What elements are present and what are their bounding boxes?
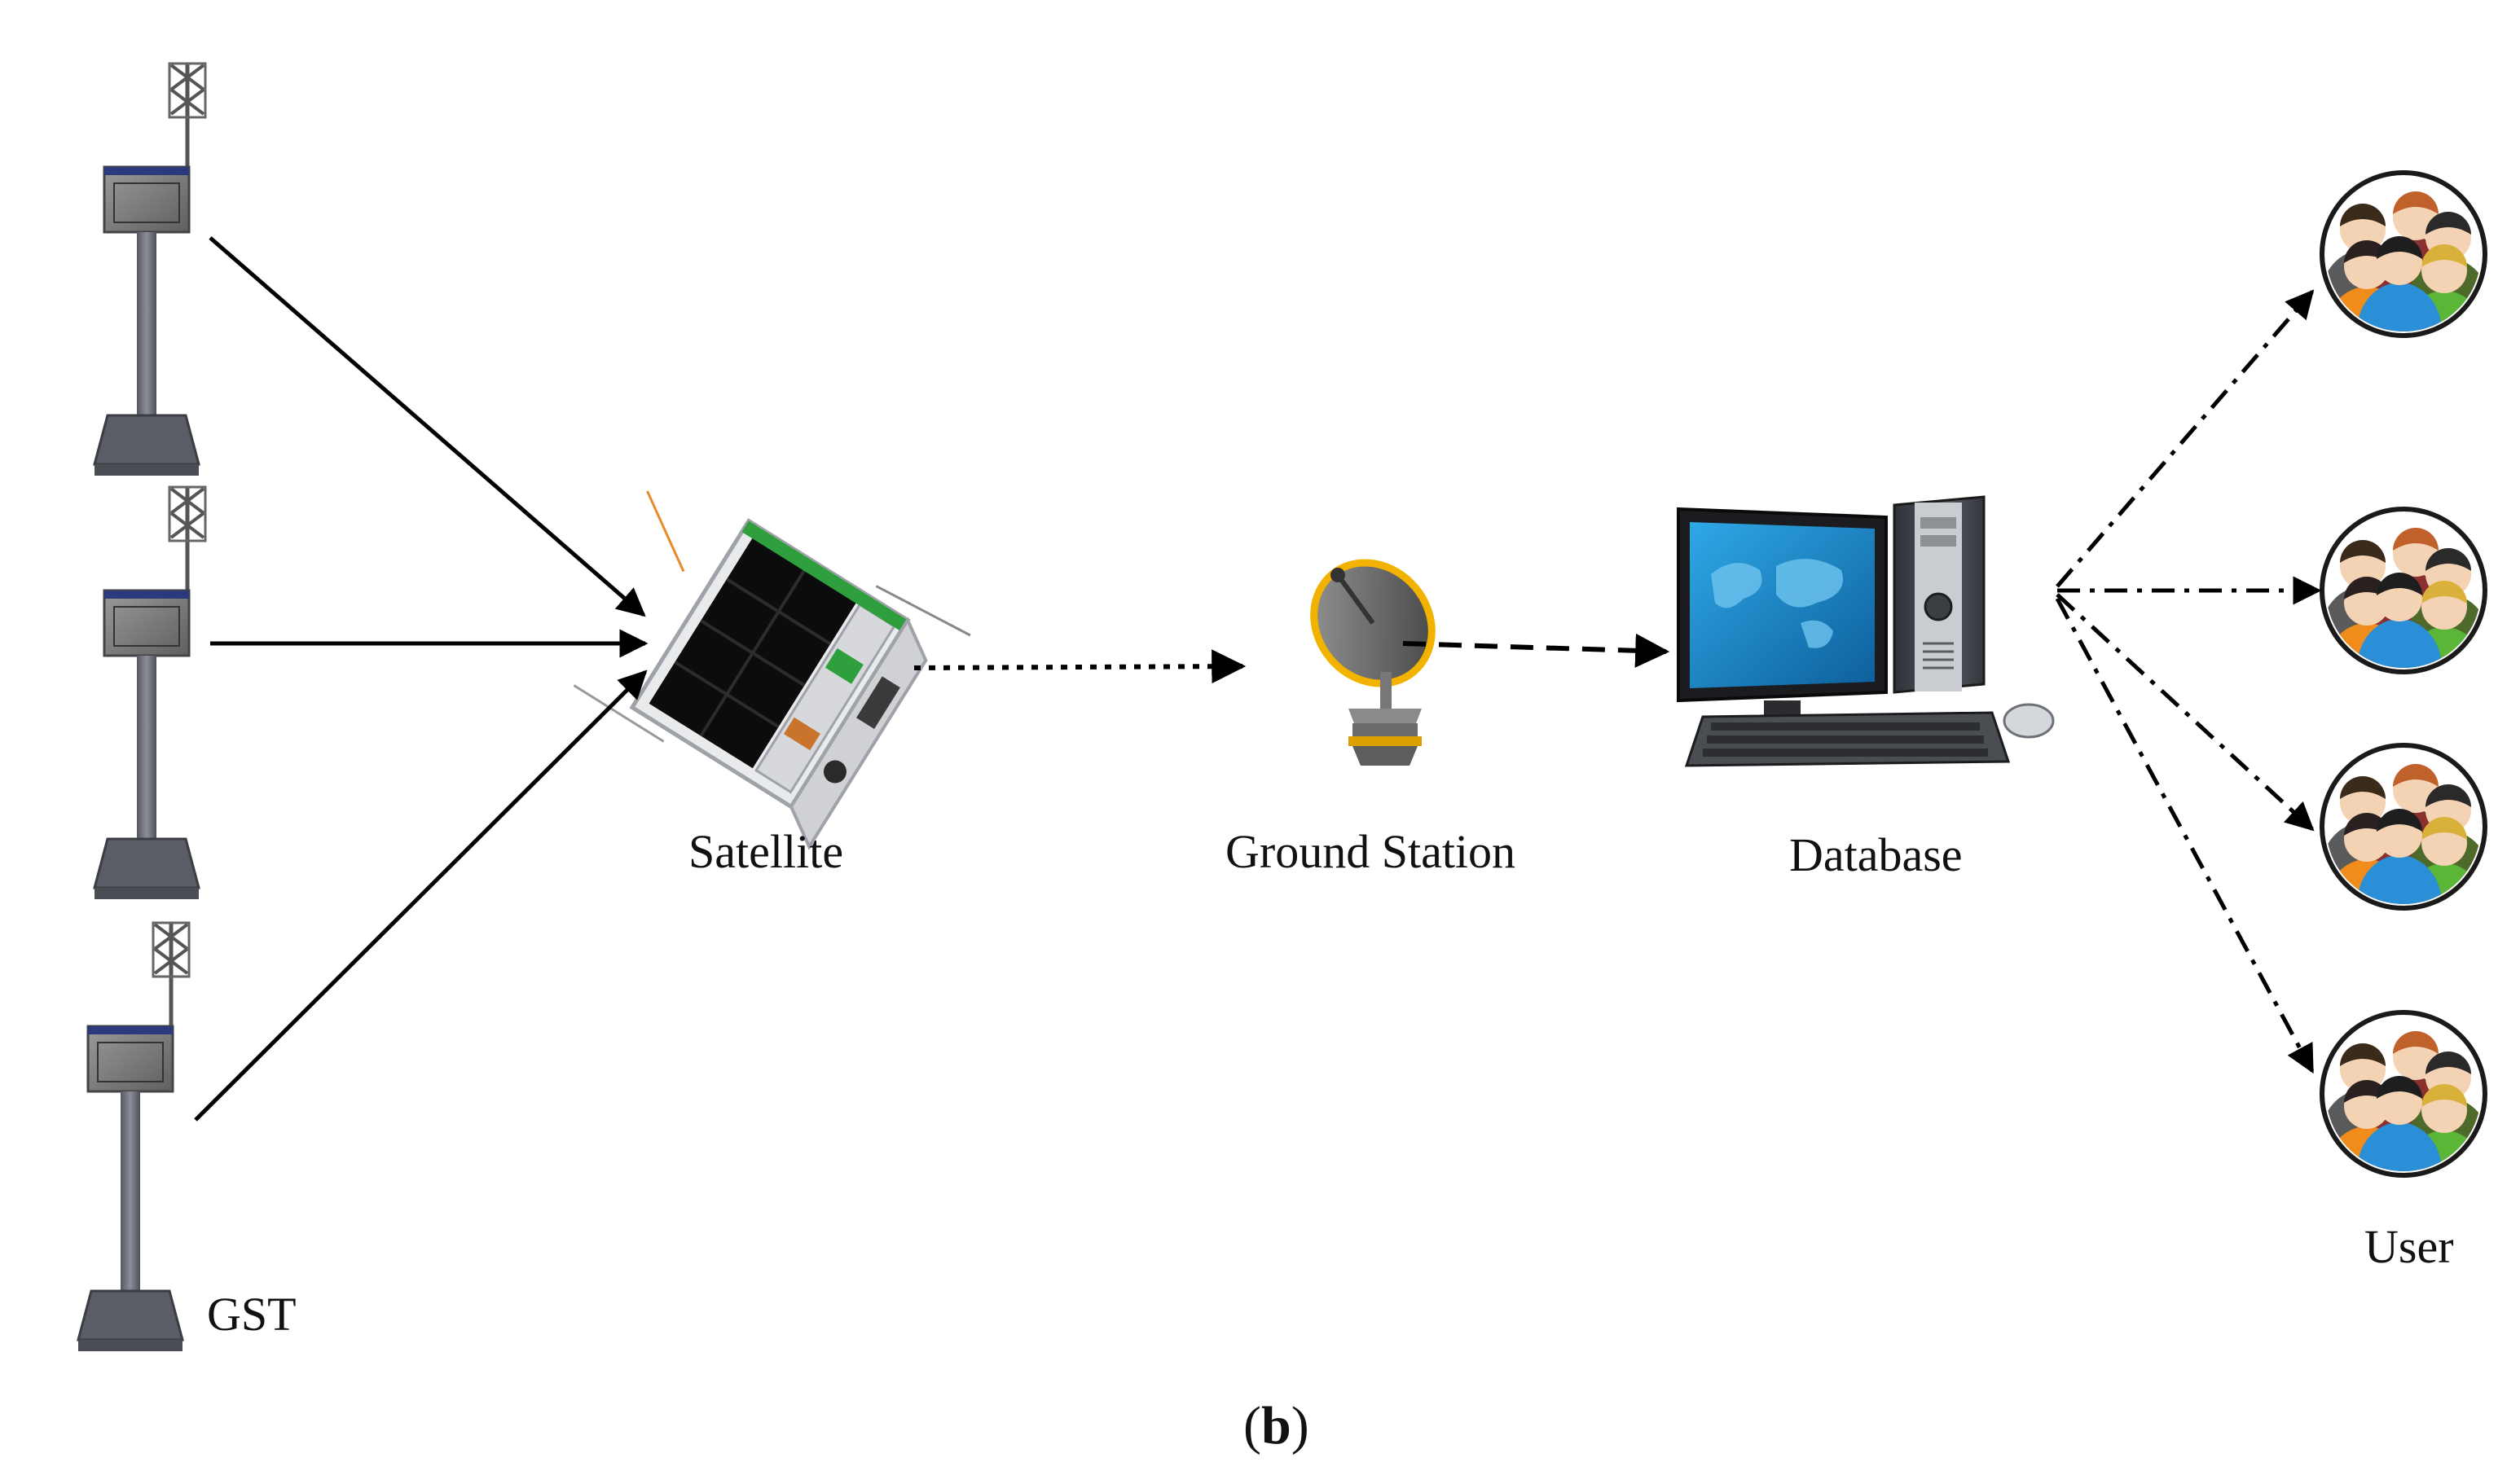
gst-box [103,165,191,234]
gst-pole [137,656,156,839]
gst-terminal-3 [77,921,191,1351]
ground-station-dish-icon [1310,559,1436,766]
link-database-user-1 [2056,289,2315,588]
user-group-icon [2320,170,2487,338]
gst-base [93,837,200,889]
caption-close: ) [1291,1396,1309,1455]
tower-case-icon [1893,495,1986,694]
mouse-icon [2003,703,2055,739]
gst-pole [137,232,156,415]
caption-letter: b [1260,1396,1291,1455]
gst-base [77,1289,184,1341]
gst-terminal-2 [93,485,207,899]
satellite-icon [573,490,971,850]
user-group-icon [2320,507,2487,674]
link-gst-3-satellite [194,670,648,1122]
figure-caption: (b) [1243,1399,1309,1453]
link-database-user-3 [2056,593,2315,832]
satellite-label: Satellite [688,825,844,878]
gst-antenna-icon [168,62,207,171]
gst-antenna-icon [168,485,207,595]
database-label: Database [1789,828,1963,881]
ground-station-label: Ground Station [1225,825,1516,878]
monitor-icon [1677,507,1888,756]
keyboard-icon [1684,711,2011,767]
user-label: User [2364,1220,2454,1273]
link-database-user-4 [2055,597,2315,1074]
link-satellite-ground-station [913,649,1247,684]
caption-open: ( [1243,1396,1261,1455]
gst-antenna-icon [152,921,191,1030]
gst-label: GST [207,1288,297,1341]
gst-box [103,589,191,657]
gst-base [93,414,200,466]
gst-pole [121,1091,140,1291]
database-computer-icon [1677,495,2055,767]
gst-box [86,1025,174,1093]
links-layer [194,236,2322,1122]
user-group-icon [2320,1010,2487,1178]
gst-terminal-1 [93,62,207,476]
link-gst-1-satellite [209,236,646,617]
user-group-icon [2320,743,2487,911]
link-ground-station-database [1402,633,1670,668]
